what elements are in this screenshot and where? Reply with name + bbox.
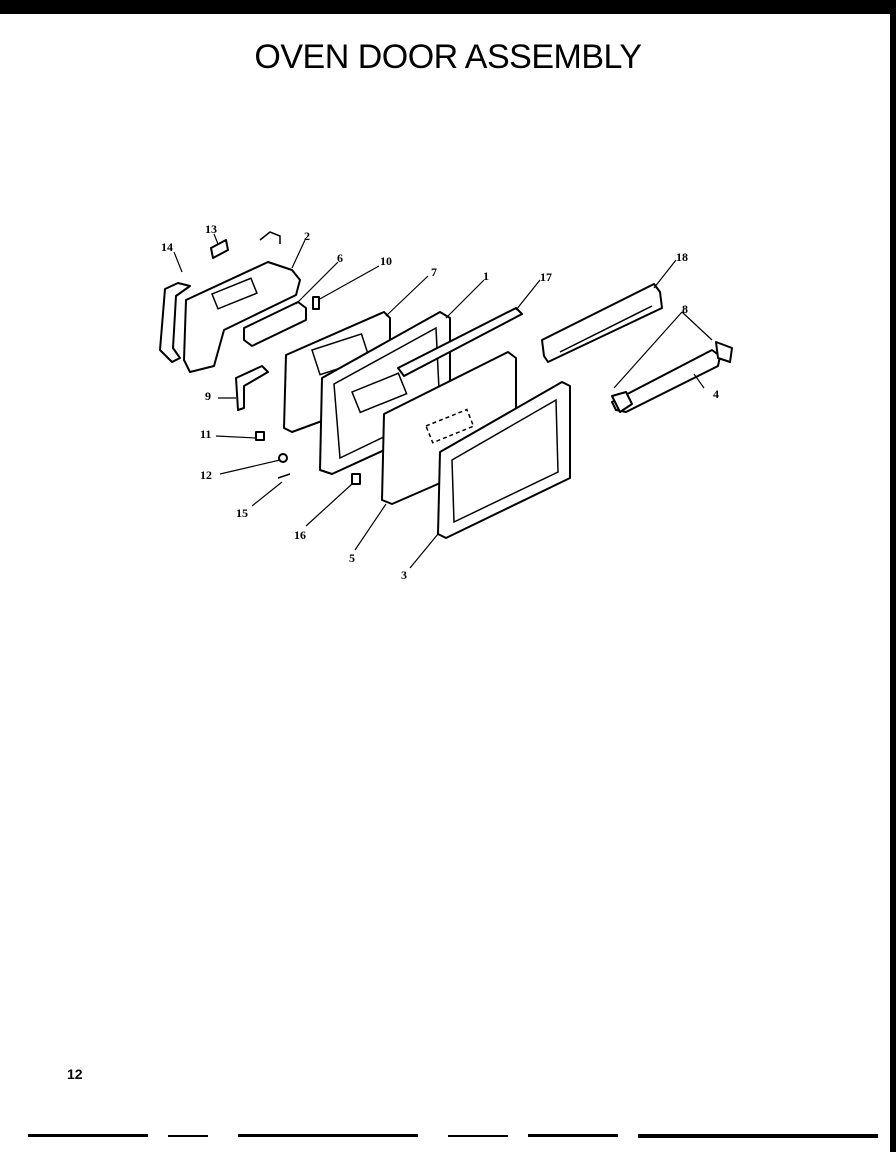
- part-17-strip: [397, 307, 523, 377]
- callout-13: 13: [205, 222, 217, 236]
- callout-17: 17: [540, 270, 552, 284]
- part-18-vent: [541, 283, 663, 363]
- part-15: [277, 473, 291, 479]
- callout-5: 5: [349, 551, 355, 565]
- callout-12: 12: [200, 468, 212, 482]
- scan-border-top: [0, 0, 896, 14]
- callout-8: 8: [682, 302, 688, 316]
- callout-16: 16: [294, 528, 306, 542]
- callout-labels: 14 13 2 6 10 7 1 17 18 8 4 9 11 12 15 16…: [161, 222, 719, 582]
- part-1-window: [351, 372, 408, 414]
- leader-lines: [173, 233, 713, 569]
- scan-border-right: [890, 0, 896, 1152]
- part-2-window: [211, 277, 258, 310]
- part-5-decal: [425, 408, 475, 444]
- part-4-end-cap-left: [611, 391, 633, 413]
- callout-9: 9: [205, 389, 211, 403]
- callout-15: 15: [236, 506, 248, 520]
- callout-10: 10: [380, 254, 392, 268]
- part-14-gasket: [159, 282, 191, 363]
- callout-18: 18: [676, 250, 688, 264]
- part-2-outer-frame: [183, 261, 301, 373]
- part-11: [255, 431, 265, 441]
- callout-1: 1: [483, 269, 489, 283]
- scan-noise-bottom: [28, 1134, 878, 1138]
- part-4-handle-rod: [611, 349, 721, 413]
- page-title: OVEN DOOR ASSEMBLY: [254, 38, 642, 76]
- callout-2: 2: [304, 229, 310, 243]
- part-13-clip: [210, 239, 229, 259]
- part-18-slots: [559, 305, 653, 353]
- part-4-end-cap-right: [715, 341, 733, 363]
- part-9-bracket: [235, 365, 269, 411]
- part-16: [351, 473, 361, 485]
- part-10: [312, 296, 320, 310]
- part-12: [278, 453, 288, 463]
- callout-14: 14: [161, 240, 173, 254]
- part-hook: [259, 231, 281, 244]
- callout-7: 7: [431, 265, 437, 279]
- callout-3: 3: [401, 568, 407, 582]
- callout-6: 6: [337, 251, 343, 265]
- callout-4: 4: [713, 387, 719, 401]
- part-3-glass: [451, 398, 559, 524]
- page-number: 12: [67, 1066, 83, 1082]
- callout-11: 11: [200, 427, 211, 441]
